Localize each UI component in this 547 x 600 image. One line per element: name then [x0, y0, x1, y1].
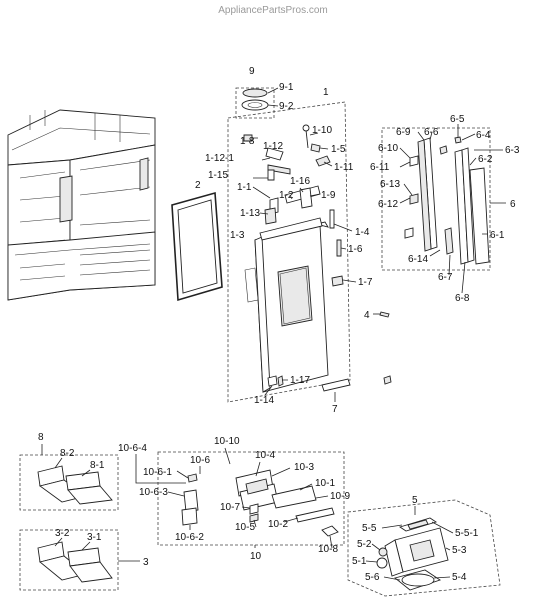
callout-6-11: 6-11 [370, 162, 390, 173]
callout-10-6-2: 10-6-2 [175, 532, 204, 543]
group-9-box [235, 87, 275, 119]
callout-10-6-1: 10-6-1 [143, 467, 172, 478]
callout-6: 6 [510, 199, 516, 210]
callout-5: 5 [412, 495, 418, 506]
callout-8: 8 [38, 432, 44, 443]
callout-9-2: 9-2 [279, 101, 294, 112]
callout-10-4: 10-4 [255, 450, 275, 461]
callout-7: 7 [332, 404, 338, 415]
callout-6-12: 6-12 [378, 199, 398, 210]
group-8-parts [37, 465, 113, 505]
callout-9: 9 [249, 66, 255, 77]
callout-10: 10 [250, 551, 262, 562]
watermark: AppliancePartsPros.com [218, 5, 328, 16]
callout-10-5: 10-5 [235, 522, 255, 533]
callout-1-15: 1-15 [208, 170, 228, 181]
callout-1-2: 1-2 [279, 190, 294, 201]
callout-6-7: 6-7 [438, 272, 453, 283]
callout-10-8: 10-8 [318, 544, 338, 555]
callout-1-8: 1-8 [240, 136, 255, 147]
callout-1-5: 1-5 [331, 144, 346, 155]
door-small-parts [243, 124, 344, 387]
refrigerator-cabinet [7, 109, 156, 301]
callout-1-11: 1-11 [334, 162, 354, 173]
callout-3-2: 3-2 [55, 528, 70, 539]
callout-5-2: 5-2 [357, 539, 372, 550]
group-8-box [19, 454, 119, 511]
group-10-parts [181, 469, 339, 537]
callout-10-6: 10-6 [190, 455, 210, 466]
callout-10-6-4: 10-6-4 [118, 443, 147, 454]
callout-6-3: 6-3 [505, 145, 520, 156]
group-3-parts [37, 541, 113, 583]
group-3-box [19, 529, 119, 591]
group-6-box [381, 127, 491, 271]
callout-6-9: 6-9 [396, 127, 411, 138]
callout-1-12-1: 1-12-1 [205, 153, 234, 164]
callout-1-16: 1-16 [290, 176, 310, 187]
callout-8-2: 8-2 [60, 448, 75, 459]
callout-2: 2 [195, 180, 201, 191]
callout-1: 1 [323, 87, 329, 98]
callout-1-17: 1-17 [290, 375, 310, 386]
callout-5-3: 5-3 [452, 545, 467, 556]
callout-1-12: 1-12 [263, 141, 283, 152]
callout-10-9: 10-9 [330, 491, 350, 502]
callout-1-13: 1-13 [240, 208, 260, 219]
callout-1-4: 1-4 [355, 227, 370, 238]
callout-10-1: 10-1 [315, 478, 335, 489]
callout-5-6: 5-6 [365, 572, 380, 583]
callout-1-9: 1-9 [321, 190, 336, 201]
group-1-box [227, 101, 351, 403]
callout-10-10: 10-10 [214, 436, 240, 447]
part-4-screw [379, 311, 390, 318]
callout-6-6: 6-6 [424, 127, 439, 138]
callout-1-3: 1-3 [230, 230, 245, 241]
callout-5-5-1: 5-5-1 [455, 528, 479, 539]
callout-1-6: 1-6 [348, 244, 363, 255]
callout-5-1: 5-1 [352, 556, 367, 567]
callout-3: 3 [143, 557, 149, 568]
callout-4: 4 [364, 310, 370, 321]
callout-5-4: 5-4 [452, 572, 467, 583]
callout-1-1: 1-1 [237, 182, 252, 193]
group-6-parts [404, 136, 490, 265]
group-10-box [157, 451, 345, 546]
part-7-trim [321, 378, 351, 392]
callout-1-7: 1-7 [358, 277, 373, 288]
callout-3-1: 3-1 [87, 532, 102, 543]
callout-1-14: 1-14 [254, 395, 274, 406]
door-gasket [171, 191, 223, 302]
callout-10-6-3: 10-6-3 [139, 487, 168, 498]
group-5-parts [376, 517, 449, 591]
group-5-box [347, 499, 501, 597]
callout-10-7: 10-7 [220, 502, 240, 513]
callout-8-1: 8-1 [90, 460, 105, 471]
part-small-fastener [383, 375, 392, 385]
callout-6-13: 6-13 [380, 179, 400, 190]
freezer-door [244, 217, 329, 393]
callout-10-3: 10-3 [294, 462, 314, 473]
callout-6-2: 6-2 [478, 154, 493, 165]
callout-6-5: 6-5 [450, 114, 465, 125]
callout-5-5: 5-5 [362, 523, 377, 534]
callout-6-8: 6-8 [455, 293, 470, 304]
callout-6-1: 6-1 [490, 230, 505, 241]
callout-10-2: 10-2 [268, 519, 288, 530]
callout-1-10: 1-10 [312, 125, 332, 136]
callout-6-4: 6-4 [476, 130, 491, 141]
callout-6-10: 6-10 [378, 143, 398, 154]
callout-6-14: 6-14 [408, 254, 428, 265]
callout-9-1: 9-1 [279, 82, 294, 93]
